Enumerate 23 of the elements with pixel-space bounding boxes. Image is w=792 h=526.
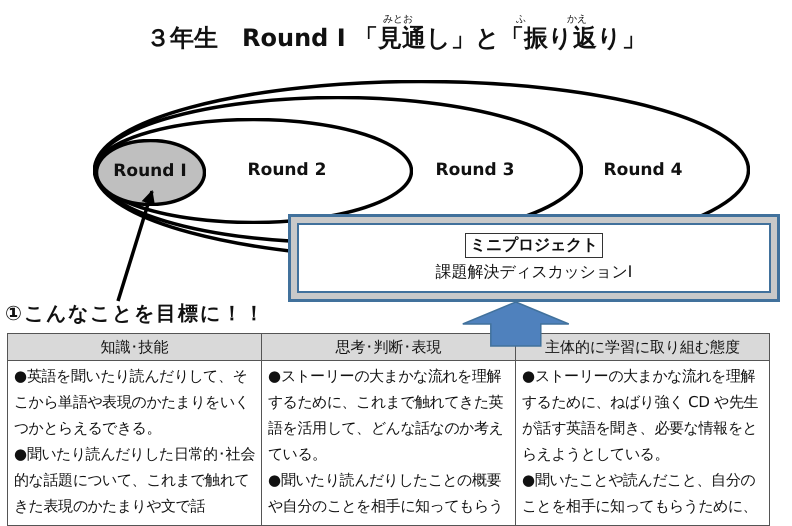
- round-label: Round 4: [604, 160, 682, 180]
- bullet-text: ●聞いたり読んだりしたことの概要や自分のことを相手に知ってもらう: [268, 470, 504, 517]
- bullet-text: ●英語を聞いたり読んだりして、そこから単語や表現のかたまりをいくつかとらえるできる。: [14, 366, 250, 439]
- ruby-reading: みとお: [383, 13, 413, 26]
- bullet-text: ●ストーリーの大まかな流れを理解するために、ねばり強く CD や先生が話す英語を聞き、必要な情報をとらえようとしている。: [522, 366, 760, 465]
- table-header-cell: 思考･判断･表現: [262, 334, 516, 360]
- table-header-cell: 知識･技能: [8, 334, 262, 360]
- ruby-reading: ふ: [516, 13, 526, 26]
- title: ３年生 Round Ⅰ 「見通し」と「振り返り」: [145, 24, 647, 54]
- round-label: Round 3: [436, 160, 514, 180]
- bullet-text: ●聞いたり読んだりした日常的･社会的な話題について、これまで触れてきた表現のかたまりや文で話: [14, 444, 255, 517]
- ruby-reading: かえ: [567, 13, 587, 26]
- project-title: 課題解決ディスカッションⅠ: [436, 262, 632, 283]
- block-arrow: [462, 301, 570, 347]
- goal-heading: ①こんなことを目標に！！: [5, 300, 266, 327]
- bullet-text: ●ストーリーの大まかな流れを理解するために、これまで触れてきた英語を活用して、どんな話なのか考えている。: [268, 366, 504, 465]
- bullet-text: ●聞いたことや読んだこと、自分のことを相手に知ってもらうために、: [522, 470, 758, 517]
- table-header-cell: 主体的に学習に取り組む態度: [516, 334, 770, 360]
- round-label: Round 2: [248, 160, 326, 180]
- project-box: [288, 214, 780, 302]
- arrow: [116, 190, 155, 302]
- tag-label: ミニプロジェクト: [465, 233, 603, 258]
- round-label: Round Ⅰ: [113, 161, 187, 181]
